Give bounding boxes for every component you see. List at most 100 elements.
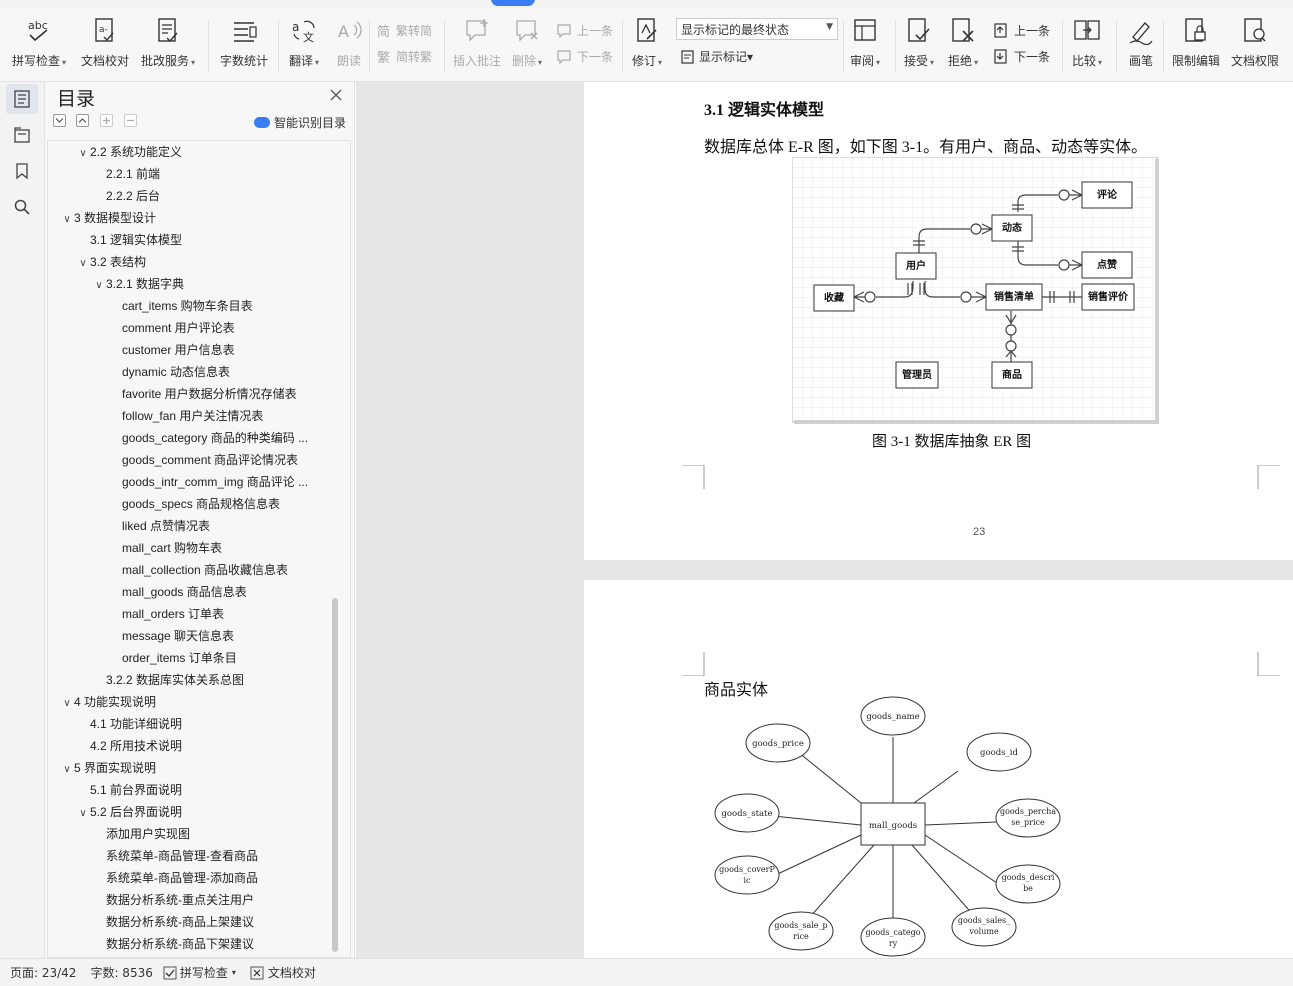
toc-item[interactable]: 2.2.2 后台 [92, 185, 160, 207]
toc-item[interactable]: comment 用户评论表 [108, 317, 235, 339]
word-count-button[interactable]: 字数统计 [220, 16, 268, 76]
toc-expand-button[interactable] [76, 114, 89, 127]
restrict-edit-button[interactable]: 限制编辑 [1172, 16, 1220, 76]
toc-item[interactable]: goods_specs 商品规格信息表 [108, 493, 280, 515]
smart-toc-button[interactable]: 智能识别目录 [254, 114, 346, 131]
toc-item[interactable]: ∨5 界面实现说明 [60, 757, 156, 779]
toc-item[interactable]: liked 点赞情况表 [108, 515, 210, 537]
toc-item[interactable]: follow_fan 用户关注情况表 [108, 405, 263, 427]
toc-item[interactable]: 3.1 逻辑实体模型 [76, 229, 182, 251]
toc-item[interactable]: ∨5.2 后台界面说明 [76, 801, 182, 823]
toc-remove-button[interactable] [124, 114, 137, 127]
spell-check-icon: abc [24, 16, 54, 46]
compare-button[interactable]: 比较▾ [1072, 16, 1102, 76]
toc-item[interactable]: mall_cart 购物车表 [108, 537, 222, 559]
toc-item[interactable]: 2.2.1 前端 [92, 163, 160, 185]
doc-proof-button[interactable]: a- 文档校对 [81, 16, 129, 76]
toc-item-label: 3 数据模型设计 [74, 211, 157, 225]
show-markup-button[interactable]: 显示标记▾ [680, 48, 753, 65]
attr-goods-name: goods_name [866, 712, 919, 722]
close-icon[interactable] [329, 88, 343, 102]
er-diagram: 评论 动态 点赞 用户 收藏 销售清单 销售评价 管理员 商品 [792, 157, 1159, 424]
svg-text:a: a [292, 20, 299, 34]
toc-item[interactable]: mall_orders 订单表 [108, 603, 224, 625]
simp-to-trad-button[interactable]: 繁 简转繁 [377, 48, 432, 65]
toc-collapse-button[interactable] [53, 114, 66, 127]
toc-item-label: 2.2.1 前端 [106, 167, 161, 181]
toc-item[interactable]: 添加用户实现图 [92, 823, 190, 845]
chapter-nav-button[interactable] [6, 120, 38, 150]
chevron-down-icon[interactable]: ∨ [63, 764, 71, 775]
toc-item[interactable]: 5.1 前台界面说明 [76, 779, 182, 801]
toc-item[interactable]: goods_comment 商品评论情况表 [108, 449, 298, 471]
doc-proof-label: 文档校对 [81, 54, 130, 68]
toc-item[interactable]: 4.2 所用技术说明 [76, 735, 182, 757]
toc-item[interactable]: favorite 用户数据分析情况存储表 [108, 383, 297, 405]
bookmark-button[interactable] [6, 156, 38, 186]
accept-button[interactable]: 接受▾ [904, 16, 934, 76]
chevron-down-icon[interactable]: ∨ [95, 280, 103, 291]
document-area[interactable]: 3.1 逻辑实体模型 数据库总体 E-R 图，如下图 3-1。有用户、商品、动态… [356, 82, 1293, 958]
simp-to-trad-icon: 繁 [377, 50, 390, 65]
chevron-down-icon[interactable]: ∨ [63, 214, 71, 225]
toc-add-button[interactable] [100, 114, 113, 127]
attr-goods-id: goods_id [980, 748, 1018, 758]
toc-item[interactable]: 4.1 功能详细说明 [76, 713, 182, 735]
toc-item[interactable]: ∨2.2 系统功能定义 [76, 141, 182, 163]
toc-item[interactable]: 数据分析系统-商品上架建议 [92, 911, 254, 933]
next-comment-button[interactable]: 下一条 [556, 48, 613, 65]
toc-item[interactable]: goods_intr_comm_img 商品评论 ... [108, 471, 308, 493]
toc-item[interactable]: ∨3 数据模型设计 [60, 207, 156, 229]
toc-item[interactable]: ∨4 功能实现说明 [60, 691, 156, 713]
toc-scrollbar[interactable] [332, 598, 338, 952]
toc-panel-button[interactable] [6, 84, 38, 114]
doc-permission-icon [1240, 16, 1270, 46]
toc-item-label: mall_orders 订单表 [122, 607, 225, 621]
toc-item[interactable]: mall_collection 商品收藏信息表 [108, 559, 288, 581]
status-spell-check-label: 拼写检查 [179, 966, 228, 980]
delete-comment-button[interactable]: 删除▾ [512, 16, 542, 76]
toc-item[interactable]: goods_category 商品的种类编码 ... [108, 427, 308, 449]
prev-comment-button[interactable]: 上一条 [556, 22, 613, 39]
toc-item[interactable]: 数据分析系统-重点关注用户 [92, 889, 254, 911]
chevron-down-icon[interactable]: ∨ [79, 148, 87, 159]
word-count-indicator[interactable]: 字数: 8536 [90, 966, 153, 980]
chevron-down-icon[interactable]: ∨ [79, 258, 87, 269]
batch-service-button[interactable]: 批改服务▾ [141, 16, 195, 76]
toc-item[interactable]: 3.2.2 数据库实体关系总图 [92, 669, 244, 691]
crop-mark [682, 652, 705, 676]
review-pane-button[interactable]: 审阅▾ [850, 16, 880, 76]
chevron-down-icon[interactable]: ∨ [63, 698, 71, 709]
read-aloud-button[interactable]: A 朗读 [334, 16, 364, 76]
page-indicator[interactable]: 页面: 23/42 [10, 966, 77, 980]
toc-item[interactable]: message 聊天信息表 [108, 625, 234, 647]
next-change-button[interactable]: 下一条 [993, 48, 1050, 65]
prev-change-button[interactable]: 上一条 [993, 22, 1050, 39]
toc-item[interactable]: cart_items 购物车条目表 [108, 295, 253, 317]
toc-item[interactable]: 数据分析系统-商品下架建议 [92, 933, 254, 955]
toc-item[interactable]: customer 用户信息表 [108, 339, 235, 361]
toc-item[interactable]: order_items 订单条目 [108, 647, 237, 669]
reject-button[interactable]: 拒绝▾ [948, 16, 978, 76]
spell-check-button[interactable]: abc 拼写检查▾ [12, 16, 66, 76]
search-button[interactable] [6, 192, 38, 222]
status-doc-proof-button[interactable]: 文档校对 [250, 964, 316, 981]
accept-label: 接受 [904, 54, 929, 68]
toc-item[interactable]: mall_goods 商品信息表 [108, 581, 247, 603]
minus-icon [127, 119, 134, 122]
track-state-select[interactable]: 显示标记的最终状态 ▼ [676, 18, 838, 40]
toc-item[interactable]: ∨3.2.1 数据字典 [92, 273, 184, 295]
toc-item[interactable]: dynamic 动态信息表 [108, 361, 230, 383]
toc-item[interactable]: ∨3.2 表结构 [76, 251, 146, 273]
pen-button[interactable]: 画笔 [1126, 16, 1156, 76]
toc-item[interactable]: 系统菜单-商品管理-查看商品 [92, 845, 258, 867]
trad-to-simp-button[interactable]: 简 繁转简 [377, 22, 432, 39]
toc-item[interactable]: 系统菜单-商品管理-添加商品 [92, 867, 258, 889]
chevron-down-icon[interactable]: ∨ [79, 808, 87, 819]
doc-permission-button[interactable]: 文档权限 [1231, 16, 1279, 76]
insert-comment-button[interactable]: 插入批注 [453, 16, 501, 76]
status-spell-check-button[interactable]: 拼写检查 ▾ [163, 964, 236, 981]
prev-change-label: 上一条 [1014, 24, 1051, 38]
revise-button[interactable]: 修订▾ [632, 16, 662, 76]
